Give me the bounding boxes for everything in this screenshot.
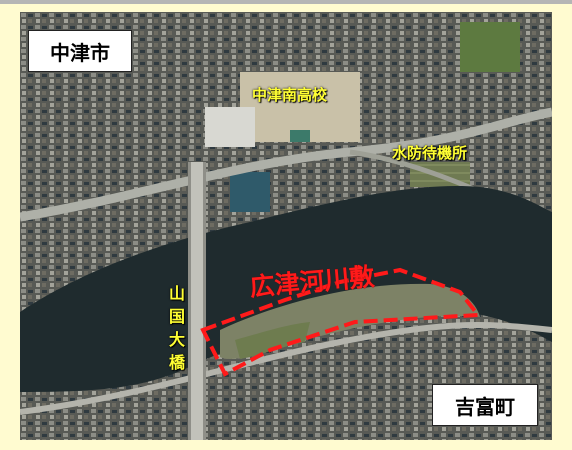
bridge-edge-right [203,162,206,440]
main-road [20,107,552,222]
river [20,186,552,392]
school-pool [290,130,310,142]
town-label-box: 吉富町 [432,384,538,426]
town-label: 吉富町 [455,394,515,419]
riverbed-field [235,322,310,359]
bridge-edge-left [188,162,191,440]
city-label-box: 中津市 [28,30,132,72]
south-road [20,322,552,415]
riverbed-outline [200,267,482,377]
school-label: 中津南高校 [252,86,328,104]
bridge-label: 山国大橋 [168,284,185,372]
top-border [0,0,572,4]
flood-station-label: 水防待機所 [392,144,468,162]
factory-roof [230,172,270,212]
school-building [205,107,255,147]
bridge [191,162,203,440]
aerial-map-svg [20,12,552,440]
green-field [460,22,520,72]
aerial-photo: 中津市 中津南高校 水防待機所 山国大橋 広津河川敷 吉富町 [20,12,552,440]
city-label: 中津市 [50,40,110,65]
